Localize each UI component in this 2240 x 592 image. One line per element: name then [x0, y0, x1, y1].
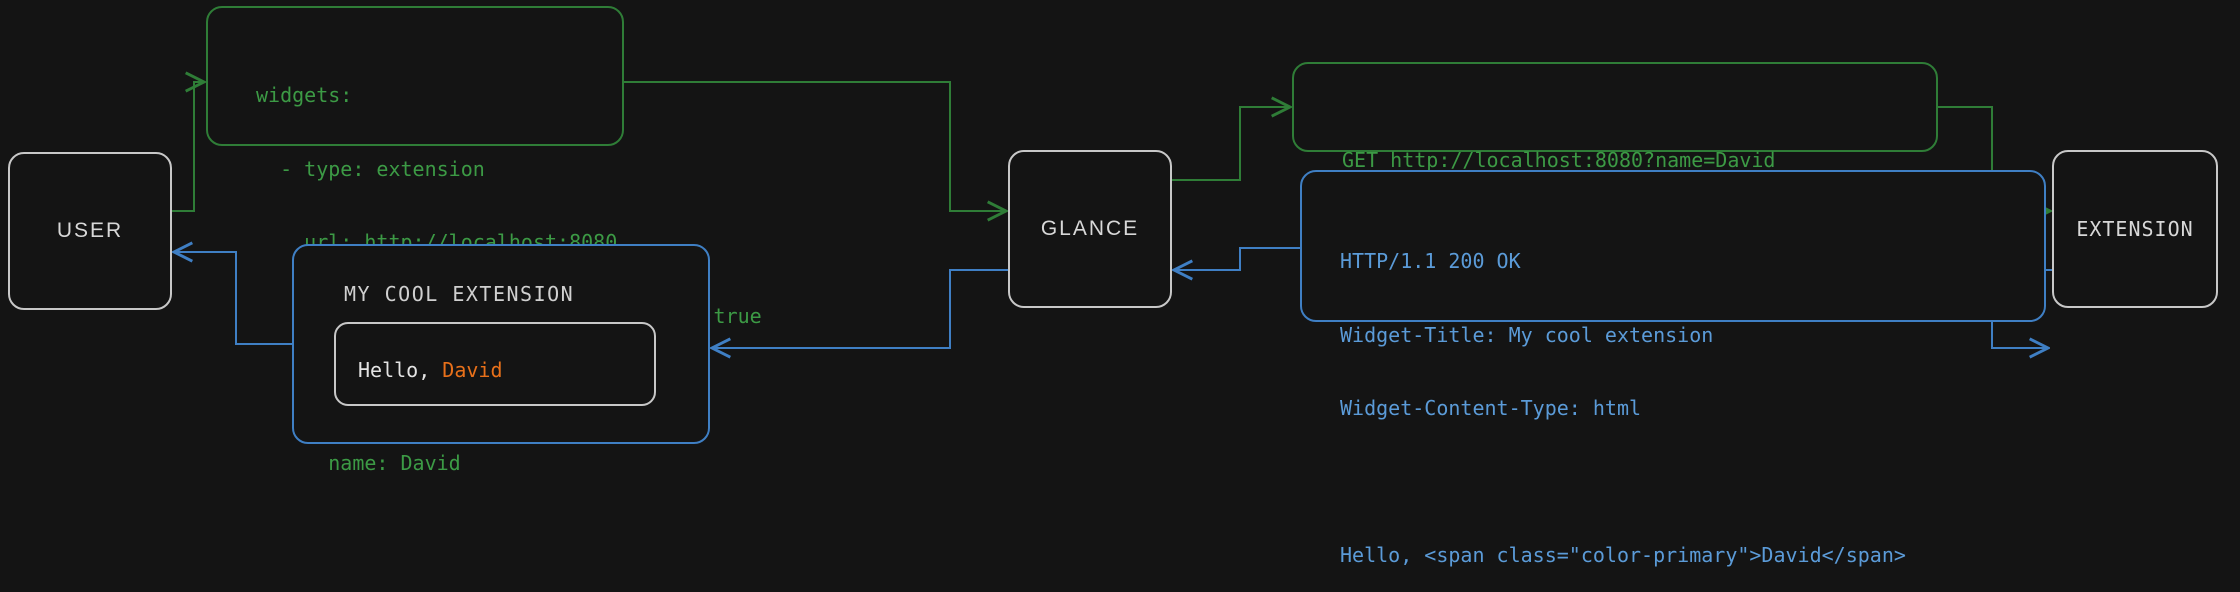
response-line: Widget-Content-Type: html [1340, 396, 1642, 420]
response-line: HTTP/1.1 200 OK [1340, 249, 1521, 273]
node-extension-label: EXTENSION [2076, 217, 2194, 241]
config-line: widgets: [256, 83, 353, 107]
rendered-widget-box: MY COOL EXTENSION Hello, David [292, 244, 710, 444]
node-user[interactable]: USER [8, 152, 172, 310]
widget-greeting-prefix: Hello, [358, 358, 443, 382]
widget-greeting-name: David [442, 358, 503, 382]
widget-greeting: Hello, David [358, 358, 503, 382]
edge-widget-to-user [174, 252, 292, 345]
config-line: name: David [256, 450, 461, 475]
widget-content-frame: Hello, David [334, 322, 656, 406]
http-response-box: HTTP/1.1 200 OK Widget-Title: My cool ex… [1300, 170, 2046, 567]
config-line: - type: extension [256, 156, 485, 181]
edge-response-to-glance [1174, 247, 1300, 270]
http-request-box: GET http://localhost:8080?name=David [1292, 62, 1938, 172]
node-extension[interactable]: EXTENSION [2052, 150, 2218, 308]
response-line: Widget-Title: My cool extension [1340, 322, 1714, 347]
node-glance[interactable]: GLANCE [1008, 150, 1172, 308]
response-line: Hello, <span class="color-primary">David… [1340, 543, 1906, 567]
edge-glance-to-widget [712, 269, 1008, 348]
response-line-blank [1340, 470, 2044, 495]
node-user-label: USER [56, 219, 124, 242]
node-glance-label: GLANCE [1040, 217, 1140, 240]
widget-title: MY COOL EXTENSION [344, 282, 575, 306]
edge-glance-to-request [1172, 107, 1290, 181]
edge-user-to-config [172, 82, 204, 212]
config-yaml-box: widgets: - type: extension url: http://l… [206, 6, 762, 475]
edge-config-to-glance [624, 81, 1006, 211]
request-line: GET http://localhost:8080?name=David [1342, 148, 1776, 172]
